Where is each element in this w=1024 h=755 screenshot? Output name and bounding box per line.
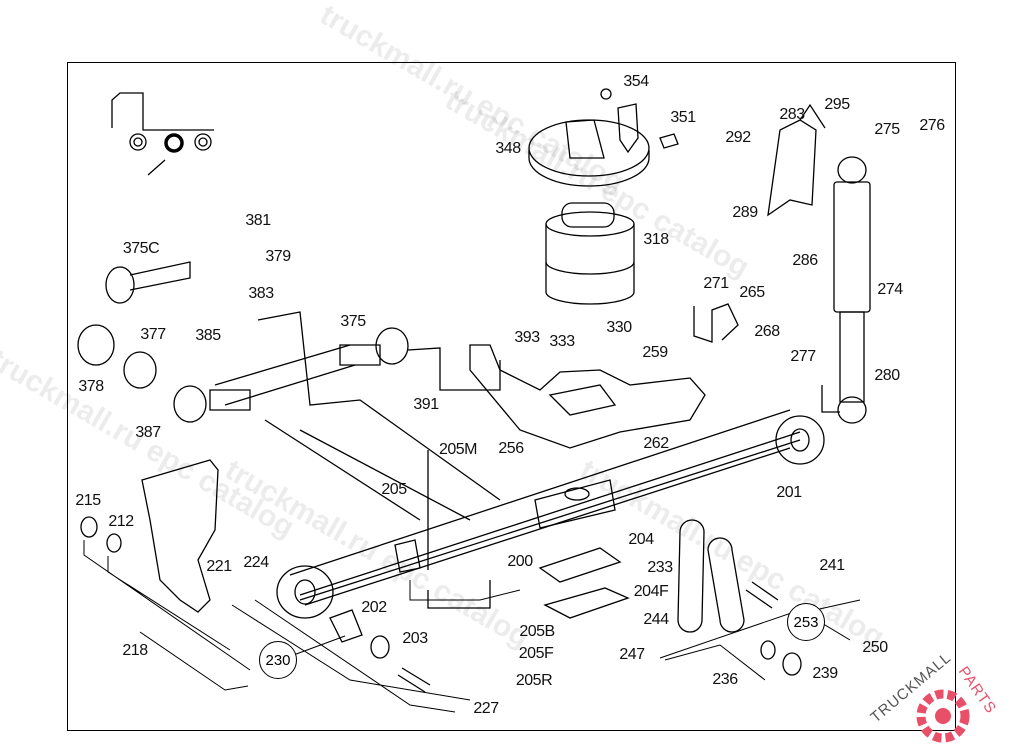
truckmallparts-logo: TRUCKMALL PARTS xyxy=(858,649,1018,750)
part-label[interactable]: 379 xyxy=(265,248,291,265)
group-callout-230[interactable]: 230 xyxy=(259,641,297,679)
part-label[interactable]: 274 xyxy=(877,281,903,298)
part-label[interactable]: 201 xyxy=(776,484,802,501)
part-label[interactable]: 276 xyxy=(919,117,945,134)
axle-bracket-icon xyxy=(469,344,706,449)
part-label[interactable]: 277 xyxy=(790,348,816,365)
part-label[interactable]: 200 xyxy=(507,553,533,570)
part-label[interactable]: 204F xyxy=(633,583,669,600)
part-label[interactable]: 205B xyxy=(519,623,555,640)
pin-icon xyxy=(397,667,431,693)
part-label[interactable]: 393 xyxy=(514,329,540,346)
part-label[interactable]: 381 xyxy=(245,212,271,229)
bushing-203-icon xyxy=(370,635,390,659)
part-label[interactable]: 292 xyxy=(725,129,751,146)
part-label[interactable]: 283 xyxy=(779,106,805,123)
part-label[interactable]: 286 xyxy=(792,252,818,269)
truck-locator-icon xyxy=(111,92,214,176)
gear-logo-icon xyxy=(916,689,970,743)
part-label[interactable]: 203 xyxy=(402,630,428,647)
part-label[interactable]: 233 xyxy=(647,559,673,576)
washer-215-icon xyxy=(80,516,98,538)
part-label[interactable]: 333 xyxy=(549,333,575,350)
part-label[interactable]: 250 xyxy=(862,639,888,656)
part-label[interactable]: 205M xyxy=(438,441,478,458)
bushing-378-icon xyxy=(77,324,115,366)
part-label[interactable]: 212 xyxy=(108,513,134,530)
part-label[interactable]: 239 xyxy=(812,665,838,682)
part-label[interactable]: 271 xyxy=(703,275,729,292)
bracket-265-icon xyxy=(693,303,739,343)
part-label[interactable]: 295 xyxy=(824,96,850,113)
part-label[interactable]: 205 xyxy=(381,481,407,498)
part-label[interactable]: 205F xyxy=(518,645,554,662)
part-label[interactable]: 377 xyxy=(140,326,166,343)
leaf-spring-icon xyxy=(276,409,825,619)
part-label[interactable]: 247 xyxy=(619,646,645,663)
part-label[interactable]: 387 xyxy=(135,424,161,441)
spring-hanger-icon xyxy=(141,459,219,613)
part-label[interactable]: 378 xyxy=(78,378,104,395)
part-label[interactable]: 265 xyxy=(739,284,765,301)
part-label[interactable]: 354 xyxy=(623,73,649,90)
frame-rail-icon xyxy=(257,311,501,521)
washer-239-icon xyxy=(782,652,802,676)
group-callout-253[interactable]: 253 xyxy=(787,603,825,641)
air-spring-plate-icon xyxy=(528,88,679,187)
part-label[interactable]: 241 xyxy=(819,557,845,574)
part-label[interactable]: 383 xyxy=(248,285,274,302)
part-label[interactable]: 244 xyxy=(643,611,669,628)
washer-212-icon xyxy=(106,533,122,553)
leader-lines xyxy=(83,540,861,713)
part-label[interactable]: 202 xyxy=(361,599,387,616)
spring-pad-icon xyxy=(538,547,630,619)
part-label[interactable]: 289 xyxy=(732,204,758,221)
part-label[interactable]: 204 xyxy=(628,531,654,548)
part-label[interactable]: 205R xyxy=(515,672,553,689)
bushing-377-icon xyxy=(123,351,157,389)
part-label[interactable]: 375 xyxy=(340,313,366,330)
pin-202-icon xyxy=(329,609,363,643)
part-label[interactable]: 259 xyxy=(642,344,668,361)
bracket-283-icon xyxy=(767,103,826,217)
air-spring-bellow-icon xyxy=(545,202,635,305)
part-label[interactable]: 224 xyxy=(243,554,269,571)
part-label[interactable]: 391 xyxy=(413,396,439,413)
part-label[interactable]: 227 xyxy=(473,700,499,717)
pin-241-icon xyxy=(745,581,779,609)
shackle-icon xyxy=(677,519,745,633)
part-label[interactable]: 348 xyxy=(495,140,521,157)
part-label[interactable]: 236 xyxy=(712,671,738,688)
part-label[interactable]: 330 xyxy=(606,319,632,336)
part-label[interactable]: 351 xyxy=(670,109,696,126)
stabilizer-bar-icon xyxy=(173,327,501,423)
part-label[interactable]: 215 xyxy=(75,492,101,509)
washer-236-icon xyxy=(760,640,776,660)
part-label[interactable]: 375C xyxy=(122,240,160,257)
part-label[interactable]: 221 xyxy=(206,558,232,575)
diagram-frame xyxy=(67,62,956,731)
part-label[interactable]: 218 xyxy=(122,642,148,659)
part-label[interactable]: 256 xyxy=(498,440,524,457)
part-label[interactable]: 318 xyxy=(643,231,669,248)
part-label[interactable]: 275 xyxy=(874,121,900,138)
shock-absorber-icon xyxy=(821,156,871,424)
stabilizer-link-icon xyxy=(105,261,191,304)
part-label[interactable]: 280 xyxy=(874,367,900,384)
part-label[interactable]: 268 xyxy=(754,323,780,340)
part-label[interactable]: 385 xyxy=(195,327,221,344)
part-label[interactable]: 262 xyxy=(643,435,669,452)
